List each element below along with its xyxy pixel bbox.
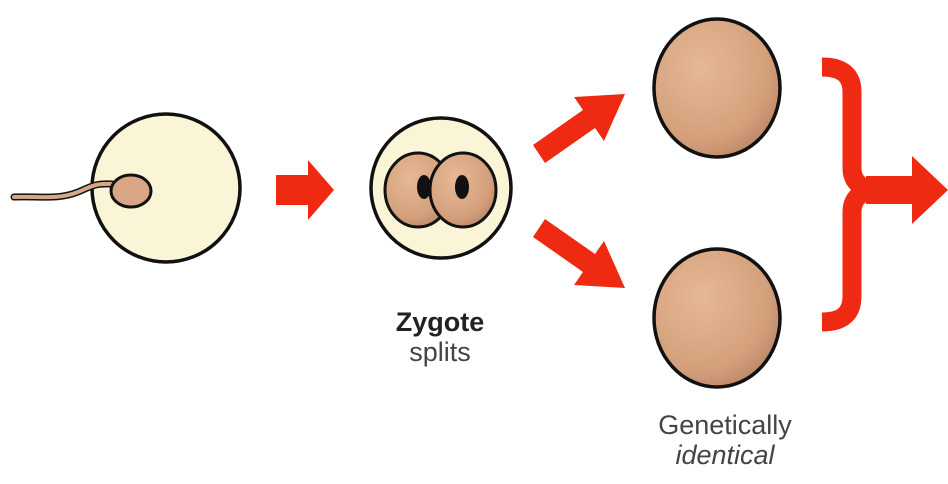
arrow-down-icon xyxy=(533,219,625,288)
sperm-icon xyxy=(111,175,151,207)
twins-label: Genetically identical xyxy=(615,410,835,470)
zygote-label: Zygote splits xyxy=(355,307,525,367)
nucleus-left xyxy=(417,175,431,199)
bracket-icon xyxy=(822,67,948,322)
nucleus-right xyxy=(455,175,469,199)
arrow-icon xyxy=(276,160,334,220)
embryo-icon-bottom xyxy=(654,249,780,387)
embryo-icon-top xyxy=(654,19,780,157)
zygote-title: Zygote xyxy=(355,307,525,337)
arrow-up-icon xyxy=(533,94,625,163)
zygote-icon xyxy=(371,118,511,258)
zygote-subtitle: splits xyxy=(355,337,525,367)
fertilization-group xyxy=(14,114,240,262)
twins-title: Genetically xyxy=(615,410,835,440)
bracket-arrow-icon xyxy=(866,156,948,224)
twins-subtitle: identical xyxy=(615,440,835,470)
